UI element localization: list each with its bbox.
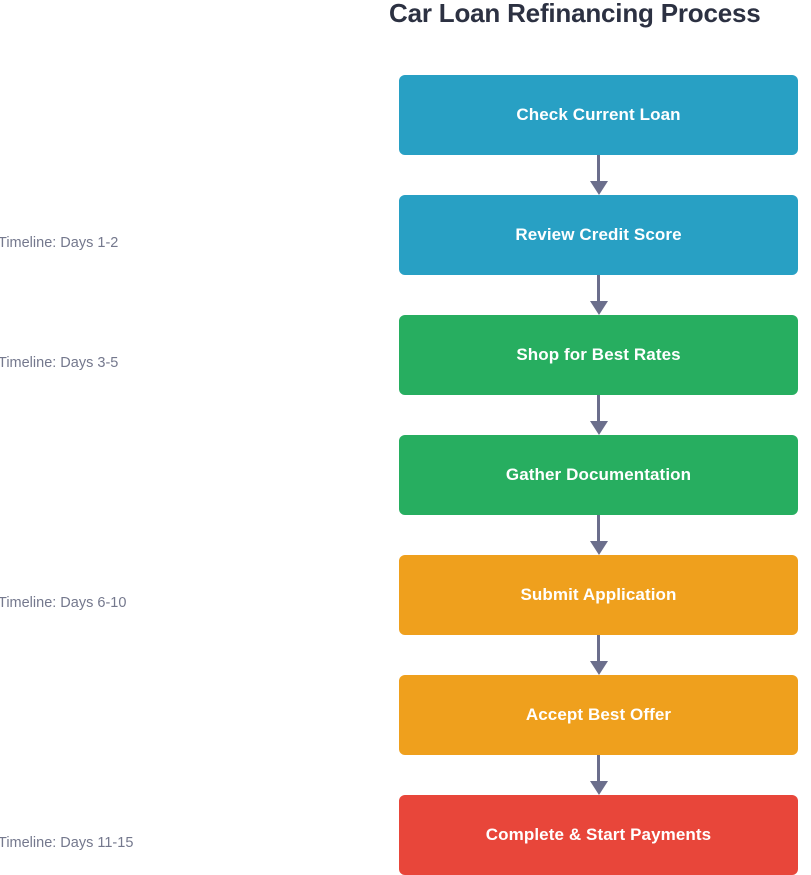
timeline-annotation-2: Timeline: Days 3-5 bbox=[0, 355, 119, 371]
arrow-line-icon bbox=[597, 155, 600, 183]
flow-step-label: Complete & Start Payments bbox=[485, 825, 712, 844]
flow-step-label: Shop for Best Rates bbox=[516, 345, 681, 364]
arrow-line-icon bbox=[597, 755, 600, 783]
flow-step-4[interactable]: Gather Documentation bbox=[399, 435, 798, 515]
flow-arrow-5-to-6 bbox=[399, 635, 798, 675]
arrow-line-icon bbox=[597, 275, 600, 303]
flow-step-1[interactable]: Check Current Loan bbox=[399, 75, 798, 155]
timeline-annotation-4: Timeline: Days 11-15 bbox=[0, 835, 134, 851]
flow-arrow-6-to-7 bbox=[399, 755, 798, 795]
arrow-head-icon bbox=[589, 181, 608, 195]
flow-step-label: Check Current Loan bbox=[516, 105, 681, 124]
arrow-head-icon bbox=[589, 781, 608, 795]
flow-step-label: Gather Documentation bbox=[505, 465, 692, 484]
flow-step-2[interactable]: Review Credit Score bbox=[399, 195, 798, 275]
page-title: Car Loan Refinancing Process bbox=[389, 0, 761, 28]
flow-step-label: Accept Best Offer bbox=[525, 705, 672, 724]
timeline-annotation-1: Timeline: Days 1-2 bbox=[0, 235, 119, 251]
arrow-head-icon bbox=[589, 661, 608, 675]
flow-arrow-1-to-2 bbox=[399, 155, 798, 195]
arrow-head-icon bbox=[589, 421, 608, 435]
flow-arrow-3-to-4 bbox=[399, 395, 798, 435]
flow-arrow-4-to-5 bbox=[399, 515, 798, 555]
flow-step-label: Review Credit Score bbox=[515, 225, 682, 244]
arrow-line-icon bbox=[597, 395, 600, 423]
arrow-head-icon bbox=[589, 541, 608, 555]
arrow-line-icon bbox=[597, 515, 600, 543]
timeline-annotation-3: Timeline: Days 6-10 bbox=[0, 595, 127, 611]
flow-step-6[interactable]: Accept Best Offer bbox=[399, 675, 798, 755]
flow-arrow-2-to-3 bbox=[399, 275, 798, 315]
flow-step-5[interactable]: Submit Application bbox=[399, 555, 798, 635]
arrow-head-icon bbox=[589, 301, 608, 315]
flow-step-7[interactable]: Complete & Start Payments bbox=[399, 795, 798, 875]
flow-step-3[interactable]: Shop for Best Rates bbox=[399, 315, 798, 395]
flow-step-label: Submit Application bbox=[520, 585, 677, 604]
arrow-line-icon bbox=[597, 635, 600, 663]
